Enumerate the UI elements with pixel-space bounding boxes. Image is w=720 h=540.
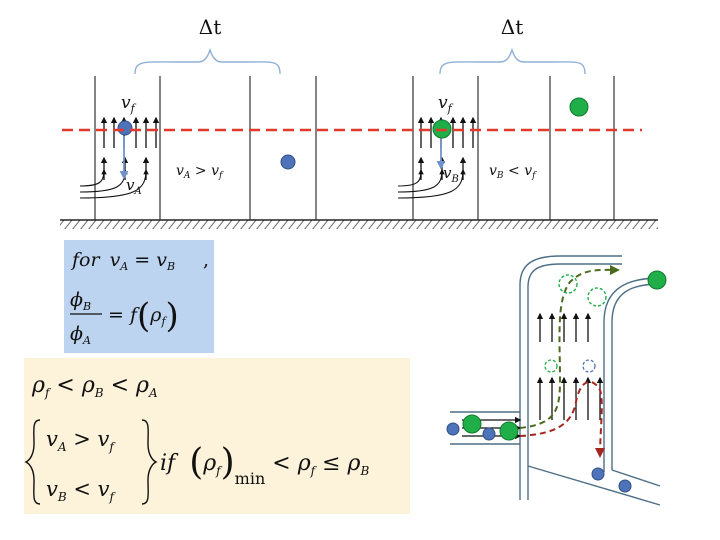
delta-t-brace <box>134 47 281 75</box>
particle-b <box>647 270 667 290</box>
vf-label: vf <box>438 93 454 115</box>
for-word: for <box>70 249 101 271</box>
particle-a <box>618 479 632 493</box>
cases-left-brace <box>24 419 41 505</box>
panel-a: Δt vf vA vA > vf <box>79 15 317 220</box>
particle-b <box>499 421 519 441</box>
particle-a <box>591 467 605 481</box>
particle-b <box>569 97 589 117</box>
ghost-green-particle <box>558 274 578 294</box>
separation-channel <box>446 255 667 506</box>
blue-particle-path <box>519 380 606 458</box>
ground <box>60 219 658 229</box>
case-vb-vf: vB < vf <box>46 477 117 504</box>
particle-a <box>117 120 133 136</box>
delta-t-label: Δt <box>501 15 523 39</box>
inflow-curve <box>79 168 107 187</box>
inflow-curve <box>397 168 466 199</box>
inflow-curve <box>79 168 149 199</box>
particle-a <box>446 422 460 436</box>
vb-label: vB <box>443 164 459 185</box>
cream-formula-box: ρf < ρB < ρA vA > vf vB < vf if(ρf)min <… <box>24 358 410 514</box>
delta-t-label: Δt <box>199 15 221 39</box>
relation-label: vB < vf <box>489 163 537 181</box>
if-word: if <box>160 451 179 476</box>
va-label: vA <box>126 176 142 197</box>
particle-a <box>280 154 296 170</box>
ghost-blue-particle <box>582 359 596 373</box>
rho-inequality: ρf < ρB < ρA <box>31 373 158 400</box>
comma: , <box>203 249 209 271</box>
green-particle-path <box>519 264 620 429</box>
relation-label: vA > vf <box>176 163 224 181</box>
inflow-curve <box>79 168 128 193</box>
ghost-green-particle <box>544 359 558 373</box>
vf-label: vf <box>121 93 137 115</box>
particle-a <box>482 427 496 441</box>
cases-right-brace <box>141 419 158 505</box>
particle-b <box>462 414 482 434</box>
inflow-curve <box>397 168 424 187</box>
case-va-vf: vA > vf <box>46 427 116 454</box>
delta-t-brace <box>439 47 586 75</box>
inflow-curve <box>397 168 445 193</box>
panel-b: Δt vf vB vB < vf <box>397 15 615 220</box>
ghost-green-particle <box>587 287 607 307</box>
